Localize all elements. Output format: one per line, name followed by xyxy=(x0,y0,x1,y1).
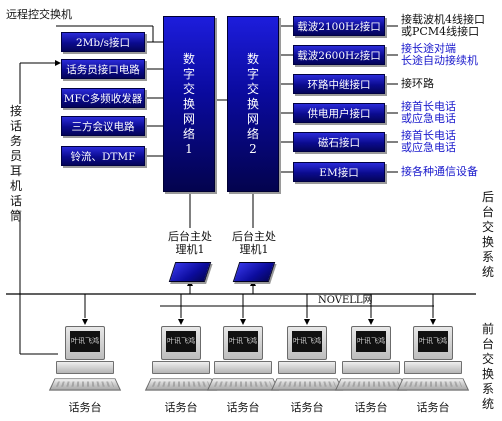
processor-2-label: 后台主处理机1 xyxy=(232,230,276,256)
right-description-line: 接长途对端 xyxy=(401,42,456,55)
processor-2-server-icon xyxy=(232,262,276,282)
right-interface-box: EM接口 xyxy=(293,162,385,182)
right-description-line: 接首长电话 xyxy=(401,129,456,142)
monitor-icon: 叶讯飞鸿 xyxy=(287,326,327,360)
monitor-icon: 叶讯飞鸿 xyxy=(351,326,391,360)
processor-1-server-icon xyxy=(168,262,212,282)
monitor-icon: 叶讯飞鸿 xyxy=(65,326,105,360)
right-interface-box: 环路中继接口 xyxy=(293,74,385,94)
workstation-computer-icon: 叶讯飞鸿 xyxy=(48,326,122,396)
arrow-icon xyxy=(250,280,256,286)
right-description: 接各种通信设备 xyxy=(401,166,478,178)
title: 远程控交换机 xyxy=(6,8,72,21)
arrow-icon xyxy=(368,319,374,325)
arrow-icon xyxy=(55,60,61,66)
right-description-line: 接各种通信设备 xyxy=(401,165,478,178)
computer-base-icon xyxy=(214,361,272,374)
right-interface-box: 载波2600Hz接口 xyxy=(293,45,385,65)
workstation-label: 话务台 xyxy=(416,401,450,414)
computer-base-icon xyxy=(56,361,114,374)
computer-base-icon xyxy=(278,361,336,374)
computer-base-icon xyxy=(404,361,462,374)
switch-network-1: 数字交换网络1 xyxy=(163,16,215,192)
processor-1-label: 后台主处理机1 xyxy=(168,230,212,256)
workstation-label: 话务台 xyxy=(226,401,260,414)
screen-text: 叶讯飞鸿 xyxy=(356,331,386,352)
monitor-icon: 叶讯飞鸿 xyxy=(223,326,263,360)
screen-text: 叶讯飞鸿 xyxy=(418,331,448,352)
workstation-label: 话务台 xyxy=(354,401,388,414)
keyboard-icon xyxy=(48,378,122,391)
arrow-icon xyxy=(304,319,310,325)
right-description-line: 接载波机4线接口 xyxy=(401,13,485,26)
screen-text: 叶讯飞鸿 xyxy=(228,331,258,352)
screen-text: 叶讯飞鸿 xyxy=(166,331,196,352)
workstation-computer-icon: 叶讯飞鸿 xyxy=(144,326,218,396)
workstation-computer-icon: 叶讯飞鸿 xyxy=(206,326,280,396)
backend-system-label: 后台交换系统 xyxy=(481,190,494,279)
left-interface-box: 话务员接口电路 xyxy=(61,59,145,79)
computer-base-icon xyxy=(342,361,400,374)
right-description: 接首长电话或应急电话 xyxy=(401,130,456,154)
workstation-label: 话务台 xyxy=(68,401,102,414)
network-label: NOVELL网 xyxy=(318,295,373,306)
right-interface-box: 载波2100Hz接口 xyxy=(293,16,385,36)
screen-text: 叶讯飞鸿 xyxy=(292,331,322,352)
right-description-line: 或PCM4线接口 xyxy=(401,25,480,38)
right-description: 接载波机4线接口或PCM4线接口 xyxy=(401,14,485,38)
keyboard-icon xyxy=(396,378,470,391)
switch-network-1-label: 数字交换网络1 xyxy=(182,51,195,156)
workstation-label: 话务台 xyxy=(164,401,198,414)
left-interface-box: 2Mb/s接口 xyxy=(61,32,145,52)
keyboard-icon xyxy=(270,378,344,391)
right-description-line: 或应急电话 xyxy=(401,141,456,154)
right-description: 接首长电话或应急电话 xyxy=(401,101,456,125)
frontend-system-label: 前台交换系统 xyxy=(481,322,494,411)
monitor-icon: 叶讯飞鸿 xyxy=(413,326,453,360)
right-description: 接长途对端长途自动接续机 xyxy=(401,43,478,67)
monitor-icon: 叶讯飞鸿 xyxy=(161,326,201,360)
operator-headset-label: 接话务员耳机话筒 xyxy=(9,104,22,223)
workstation-label: 话务台 xyxy=(290,401,324,414)
left-interface-box: 三方会议电路 xyxy=(61,116,145,136)
arrow-icon xyxy=(187,280,193,286)
keyboard-icon xyxy=(206,378,280,391)
right-description-line: 接首长电话 xyxy=(401,100,456,113)
workstation-computer-icon: 叶讯飞鸿 xyxy=(396,326,470,396)
arrow-icon xyxy=(430,319,436,325)
right-interface-box: 供电用户接口 xyxy=(293,103,385,123)
right-interface-box: 磁石接口 xyxy=(293,132,385,152)
arrow-icon xyxy=(178,319,184,325)
left-interface-box: 铃流、DTMF xyxy=(61,146,145,166)
left-interface-box: MFC多频收发器 xyxy=(61,88,145,108)
switch-network-2: 数字交换网络2 xyxy=(227,16,279,192)
computer-base-icon xyxy=(152,361,210,374)
workstation-computer-icon: 叶讯飞鸿 xyxy=(270,326,344,396)
screen-text: 叶讯飞鸿 xyxy=(70,331,100,352)
right-description-line: 接环路 xyxy=(401,77,434,90)
right-description: 接环路 xyxy=(401,78,434,90)
arrow-icon xyxy=(240,319,246,325)
right-description-line: 或应急电话 xyxy=(401,112,456,125)
arrow-icon xyxy=(82,319,88,325)
switch-network-2-label: 数字交换网络2 xyxy=(246,51,259,156)
workstation-computer-icon: 叶讯飞鸿 xyxy=(334,326,408,396)
right-description-line: 长途自动接续机 xyxy=(401,54,478,67)
